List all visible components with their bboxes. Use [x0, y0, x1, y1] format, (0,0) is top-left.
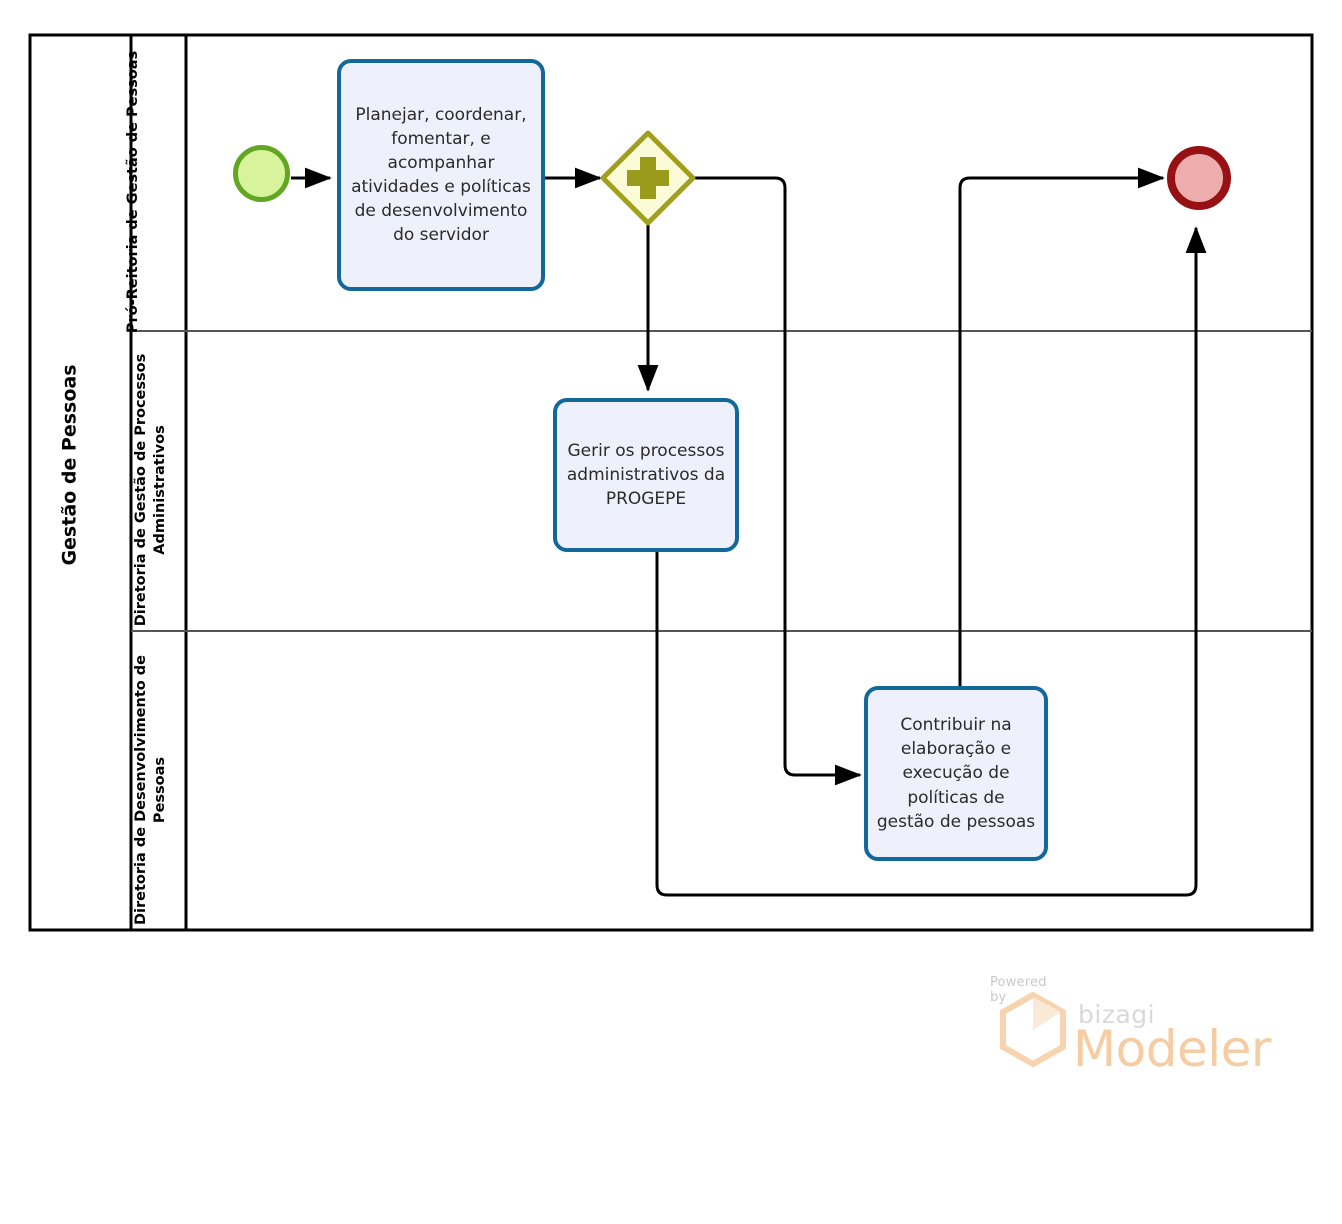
task-gerir[interactable]: Gerir os processos administrativos da PR… [553, 398, 739, 552]
gateway-plus-horizontal [627, 170, 669, 186]
pool-label: Gestão de Pessoas [58, 364, 81, 566]
parallel-gateway[interactable] [600, 130, 696, 226]
sequence-flow-contribuir-to-end [958, 167, 1165, 688]
end-event[interactable] [1167, 146, 1231, 210]
modeler-wordmark: Modeler [1073, 1020, 1271, 1078]
lane-label-diretoria-desenvolvimento: Diretoria de Desenvolvimento de Pessoas [133, 655, 168, 925]
pool-boundary [28, 33, 1314, 932]
lane-label-diretoria-processos: Diretoria de Gestão de Processos Adminis… [133, 353, 168, 627]
task-contribuir[interactable]: Contribuir na elaboração e execução de p… [864, 686, 1048, 861]
bizagi-hexagon-icon [1000, 991, 1066, 1068]
bizagi-wordmark: bizagi [1078, 1000, 1156, 1029]
sequence-flow-gerir-to-end [655, 226, 1207, 897]
powered-by-label: Powered by [990, 975, 1047, 1005]
sequence-flow-gateway-to-contribuir [693, 176, 862, 786]
task-planejar[interactable]: Planejar, coordenar, fomentar, e acompan… [337, 59, 545, 291]
start-event[interactable] [233, 145, 290, 202]
lane-label-pro-reitoria: Pró-Reitoria de Gestão de Pessoas [124, 50, 141, 334]
